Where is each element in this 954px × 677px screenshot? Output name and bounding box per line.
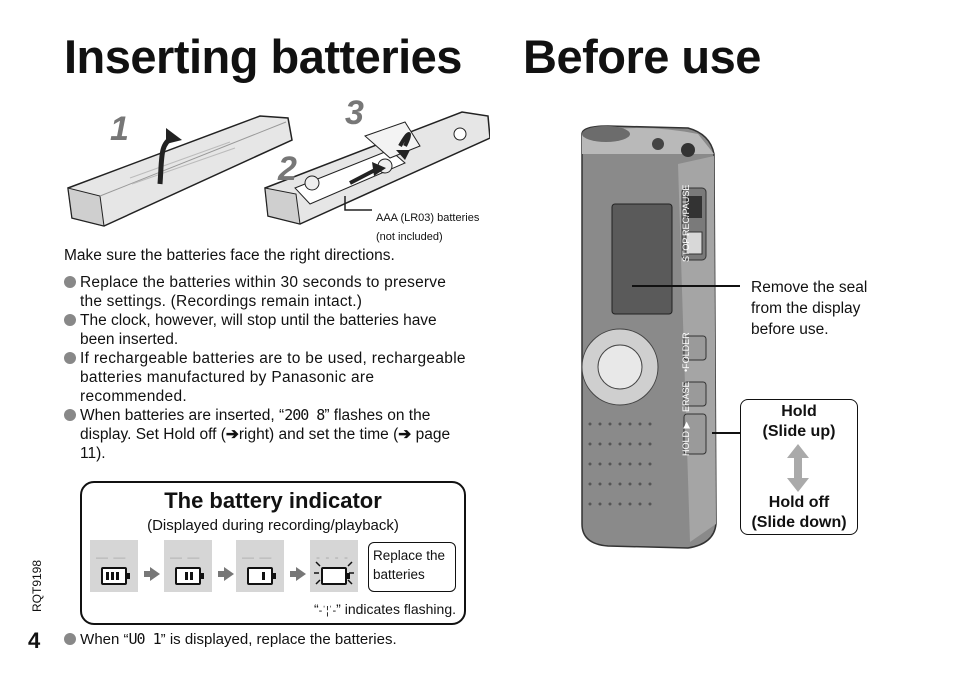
arrow-right-icon: ➔ [398,426,412,443]
battery-indicator-box: The battery indicator (Displayed during … [80,481,466,625]
device-label-hold: HOLD ▶ [681,421,691,456]
up-down-arrow-icon [787,444,809,492]
segment-display-u01: U0 1 [128,630,162,648]
flash-symbol-icon: -ˈ¦ˈ- [318,605,337,617]
battery-full-icon [101,567,130,585]
battery-level-full: — — [90,540,138,592]
battery-medium-icon [175,567,204,585]
battery-note-label: (not included) [376,231,443,243]
battery-indicator-title: The battery indicator [164,488,382,513]
flashing-rays-icon [314,561,354,585]
bullet-rechargeable: If rechargeable batteries are to be used… [64,349,466,406]
battery-low-icon [247,567,276,585]
device-label-erase: ERASE [681,381,691,412]
replace-batteries-note: When “U0 1” is displayed, replace the ba… [64,630,397,649]
seal-leader-line [632,285,740,287]
hold-label: Hold [781,403,817,420]
flashing-note: “-ˈ¦ˈ-” indicates flashing. [313,601,456,617]
page-number: 4 [28,628,41,653]
battery-level-empty-flashing: - - - - [310,540,358,592]
hold-switch-callout: Hold (Slide up) Hold off (Slide down) [740,399,858,535]
recorder-back-illustration [67,115,293,227]
device-label-folder: •FOLDER [681,332,691,372]
segment-display-2008: 200 8 [284,406,325,424]
section-title-before-use: Before use [523,30,761,83]
battery-direction-note: Make sure the batteries face the right d… [64,247,395,264]
battery-level-medium: — — [164,540,212,592]
step-number-1: 1 [110,110,129,148]
arrow-right-icon: ➔ [225,426,239,443]
battery-indicator-subtitle: (Displayed during recording/playback) [147,517,399,534]
hold-off-label: Hold off [768,494,830,511]
battery-insertion-figure: 1 2 3 AAA (LR03) batteries (not included… [60,88,491,248]
bullet-replace-within: Replace the batteries within 30 seconds … [64,273,466,311]
hold-leader-line [712,432,740,434]
section-title-inserting-batteries: Inserting batteries [64,30,462,83]
replace-batteries-callout: Replace the batteries [368,542,456,592]
device-label-stop: STOP [681,237,691,262]
device-label-rec-pause: REC/PAUSE [681,184,691,236]
recorder-open-illustration [264,111,491,225]
battery-empty-icon [321,567,350,585]
step-number-3: 3 [345,94,364,132]
battery-level-low: — — [236,540,284,592]
document-code: RQT9198 [30,559,44,612]
recorder-front-illustration: REC/PAUSE STOP •FOLDER ERASE HOLD ▶ [578,124,718,554]
battery-bullet-list: Replace the batteries within 30 seconds … [64,273,466,463]
step-number-2: 2 [277,150,297,188]
battery-type-label: AAA (LR03) batteries [376,212,480,224]
bullet-flashing-display: When batteries are inserted, “200 8” fla… [64,406,466,463]
hold-off-sub-label: (Slide down) [751,514,847,531]
seal-removal-note: Remove the seal from the display before … [751,279,868,338]
bullet-clock-stop: The clock, however, will stop until the … [64,311,466,349]
hold-sub-label: (Slide up) [762,423,836,440]
